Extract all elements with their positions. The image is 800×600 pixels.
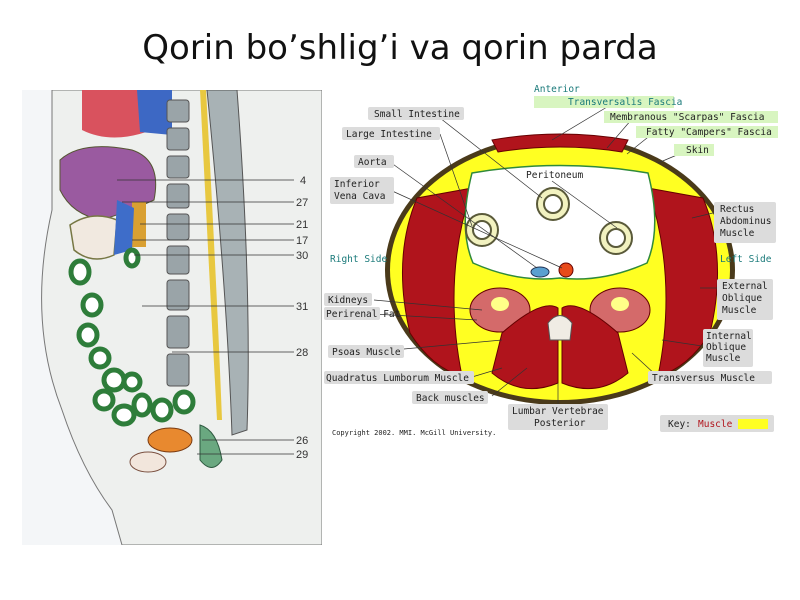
intestine-rings (465, 187, 633, 255)
label-box-rectus (714, 202, 776, 243)
label-perirenal-fat: Perirenal Fat (326, 309, 400, 320)
label-bg-transversalis (534, 96, 674, 108)
label-ivc-line2: Vena Cava (334, 191, 385, 202)
rectum (199, 424, 223, 468)
rectus-muscle (491, 133, 629, 153)
label-back-muscles: Back muscles (416, 393, 485, 404)
vena-cava (530, 266, 550, 278)
label-ivc-line1: Inferior (334, 179, 380, 190)
label-ext-oblique-3: Muscle (722, 305, 757, 316)
label-kidneys: Kidneys (328, 295, 368, 306)
sag-num-17: 17 (296, 235, 308, 247)
label-bg-campers (636, 126, 778, 138)
label-lumbar: Lumbar Vertebrae (512, 406, 604, 417)
vessel (114, 200, 134, 255)
label-box-aorta (354, 155, 394, 168)
label-bg-skin (674, 144, 714, 156)
label-box-external-oblique (717, 279, 773, 320)
sagittal-section-illustration: 4 27 21 17 30 31 28 26 29 (22, 90, 322, 545)
sag-num-26: 26 (296, 435, 308, 447)
label-box-internal-oblique (703, 329, 753, 367)
label-peritoneum: Peritoneum (526, 170, 583, 181)
label-rectus-2: Abdominus (720, 216, 771, 227)
label-int-oblique-3: Muscle (706, 353, 741, 364)
sag-num-29: 29 (296, 449, 308, 461)
label-ext-oblique-1: External (722, 281, 768, 292)
sag-num-27: 27 (296, 197, 308, 209)
sag-num-31: 31 (296, 301, 308, 313)
right-renal-pelvis (491, 297, 509, 311)
label-box-large-intestine (342, 127, 440, 140)
label-large-intestine: Large Intestine (346, 129, 432, 140)
sag-num-30: 30 (296, 250, 308, 262)
label-campers-fascia: Fatty "Campers" Fascia (646, 127, 772, 138)
left-back-muscle (561, 305, 629, 390)
label-box-ivc (330, 177, 394, 204)
label-rectus-1: Rectus (720, 204, 754, 215)
spine (166, 99, 190, 387)
uterus (147, 427, 193, 453)
right-oblique-muscles (401, 187, 473, 377)
label-right-side: Right Side (330, 254, 387, 265)
left-oblique-muscles (647, 187, 719, 377)
label-key: Key: (668, 419, 691, 430)
label-transversalis-fascia: Transversalis Fascia (568, 97, 682, 108)
heart-region (82, 90, 152, 138)
label-copyright: Copyright 2002. MMI. McGill University. (332, 429, 496, 437)
label-posterior: Posterior (534, 418, 586, 429)
pancreas (132, 202, 146, 247)
label-int-oblique-1: Internal (706, 331, 752, 342)
label-box-quadratus (324, 371, 474, 384)
label-box-small-intestine (368, 107, 464, 120)
intestine-loops (68, 247, 196, 427)
label-skin: Skin (686, 145, 709, 156)
aorta (558, 262, 574, 278)
label-box-transversus (648, 371, 772, 384)
label-box-perirenal-fat (324, 307, 380, 320)
label-box-psoas (328, 345, 404, 358)
label-small-intestine: Small Intestine (374, 109, 460, 120)
label-psoas: Psoas Muscle (332, 347, 401, 358)
slide-title: Qorin bo’shlig’i va qorin parda (142, 28, 658, 68)
label-aorta: Aorta (358, 157, 387, 168)
sagittal-leader-lines (117, 179, 294, 455)
label-box-lumbar (508, 404, 608, 430)
label-box-back-muscles (412, 391, 488, 404)
label-left-side: Left Side (720, 254, 772, 265)
label-quadratus: Quadratus Lumborum Muscle (326, 373, 469, 384)
sag-num-28: 28 (296, 347, 308, 359)
bladder (129, 451, 167, 473)
lung-region (137, 90, 172, 135)
label-bg-scarpas (604, 111, 778, 123)
label-anterior: Anterior (534, 84, 580, 95)
vertebra (547, 315, 573, 341)
label-ext-oblique-2: Oblique (722, 293, 762, 304)
stomach (69, 215, 118, 260)
label-transversus: Transversus Muscle (652, 373, 755, 384)
label-key-muscle: Muscle (698, 419, 733, 430)
label-rectus-3: Muscle (720, 228, 755, 239)
back-tissue (206, 90, 249, 436)
key-fat-swatch (738, 419, 768, 429)
sag-num-21: 21 (296, 219, 308, 231)
sag-num-4: 4 (300, 175, 306, 187)
label-scarpas-fascia: Membranous "Scarpas" Fascia (610, 112, 764, 123)
axial-cross-section-diagram: Anterior Transversalis Fascia Membranous… (324, 84, 778, 437)
left-renal-pelvis (611, 297, 629, 311)
label-int-oblique-2: Oblique (706, 342, 746, 353)
label-box-kidneys (324, 293, 372, 306)
